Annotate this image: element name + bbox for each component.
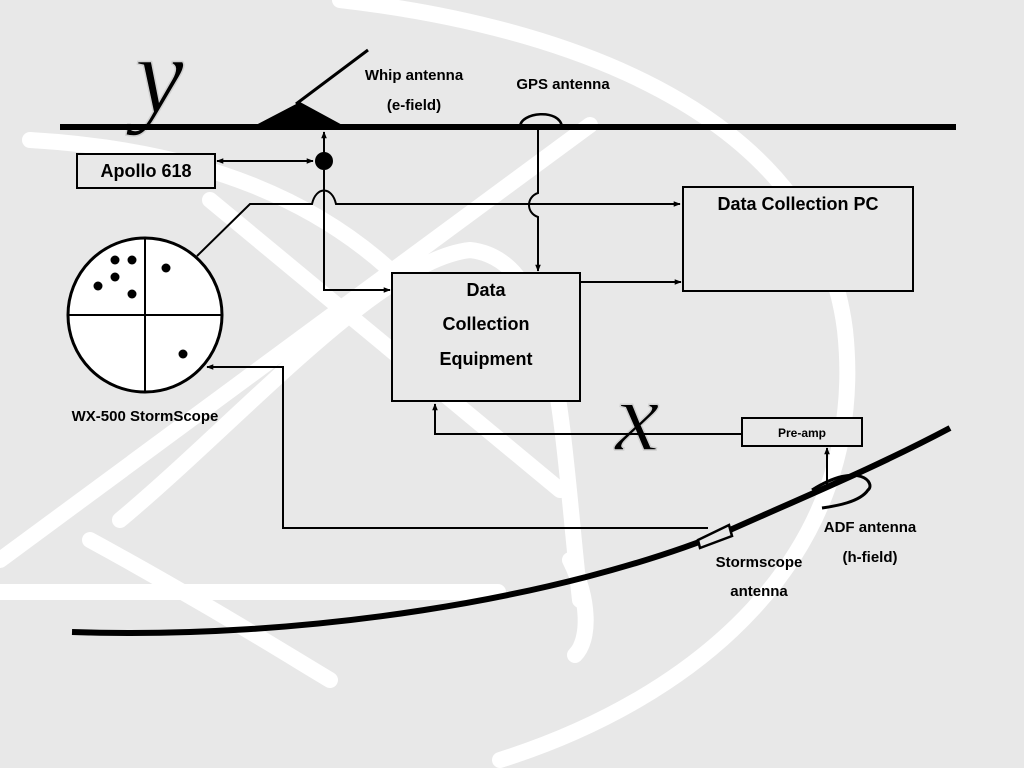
adf-antenna-label-line1: ADF antenna [824,519,917,536]
aircraft-bottom-skin [71,425,952,637]
watermark-right-curve [562,552,594,663]
stormscope-antenna-label-line1: Stormscope [716,554,803,571]
watermark-lower-arc [82,532,338,688]
junction-to-dce-line [323,170,391,293]
watermark-diagonal-2 [22,132,428,308]
stormscope-to-pc-line [196,189,681,257]
data-collection-pc-label: Data Collection PC [717,194,878,214]
gps-antenna-label: GPS antenna [516,76,610,93]
watermark-letter-x: x [613,361,659,472]
preamp-to-dce-line [432,403,742,435]
junction-dot-icon [315,152,333,170]
apollo-618-box [76,153,216,189]
whip-antenna-label-line2: (e-field) [387,97,441,114]
dce-label-line3: Equipment [440,349,533,369]
stormscope-label: WX-500 StormScope [72,408,219,425]
radar-scope-icon [66,236,224,394]
watermark-large-ellipse [332,0,856,768]
watermark-letter-y: y [125,14,184,136]
stormscope-antenna-label-line2: antenna [730,583,788,600]
adf-antenna-icon [811,473,872,510]
whip-antenna-icon [252,48,369,127]
watermark-inner-ellipse [112,241,588,608]
stormscope-antenna-to-display-line [206,364,708,529]
dce-label-line1: Data [466,280,506,300]
stormscope-antenna-icon [696,523,734,550]
dce-label-line2: Collection [442,314,529,334]
preamp-label: Pre-amp [778,426,826,440]
gps-antenna-icon [518,112,564,128]
watermark-background [0,0,856,768]
gps-to-dce-line [528,128,541,272]
adf-antenna-label-line2: (h-field) [843,549,898,566]
apollo-618-label: Apollo 618 [100,161,191,181]
data-collection-equipment-box [391,272,581,402]
whip-antenna-label-line1: Whip antenna [365,67,464,84]
watermark-diagonal-1 [0,117,598,568]
watermark-diagonal-3 [202,192,568,498]
data-collection-pc-box [682,186,914,292]
preamp-box [741,417,863,447]
